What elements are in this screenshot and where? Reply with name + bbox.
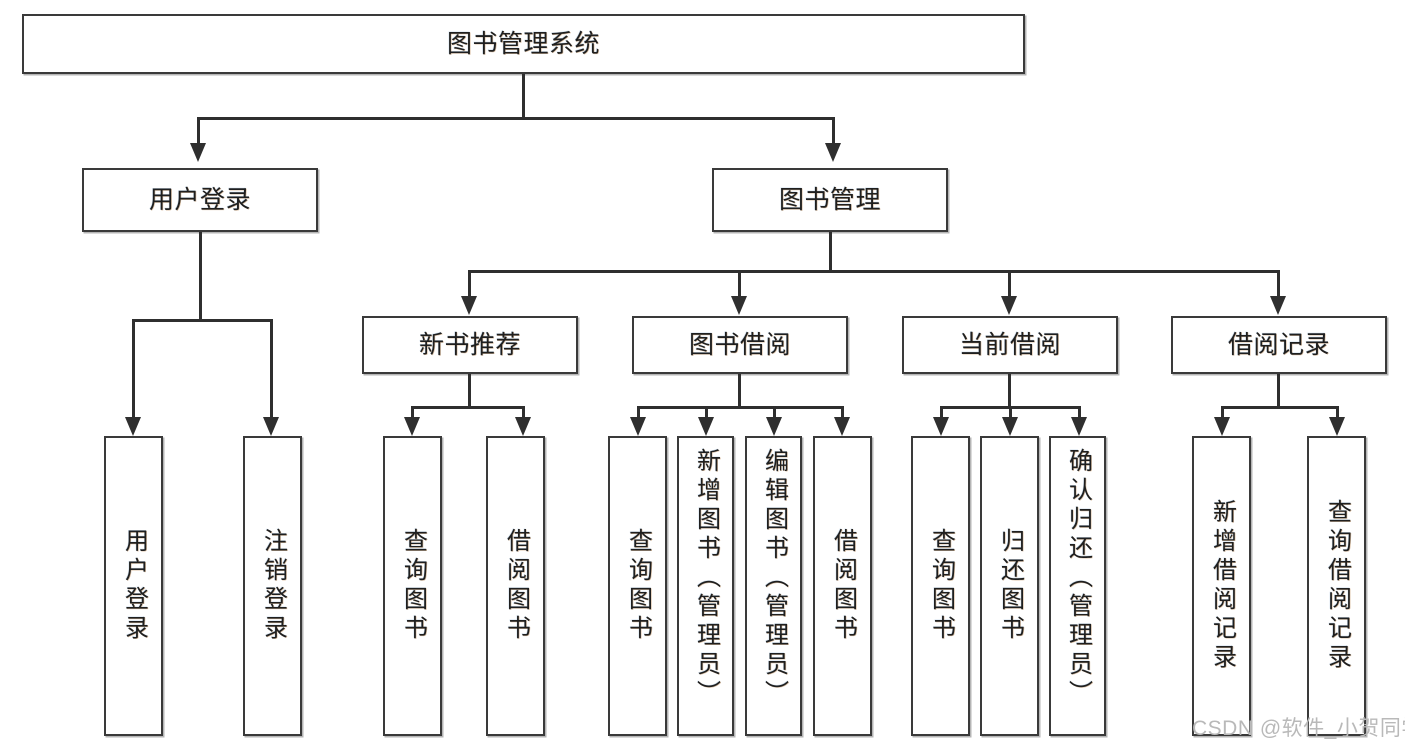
connector-drop-br-add	[1221, 406, 1224, 417]
connector-drop-book-borrow	[738, 270, 741, 296]
connector-drop-br-query	[1336, 406, 1339, 417]
leaf-nb-query-book[interactable]: 查询图书	[383, 436, 442, 736]
connector-drop-cb-confirm	[1078, 406, 1081, 417]
connector-drop-new-book	[468, 270, 471, 296]
connector-borrow-record-stem	[1277, 374, 1280, 406]
node-label: 新增借阅记录	[1208, 499, 1236, 673]
node-current-borrow[interactable]: 当前借阅	[902, 316, 1118, 374]
leaf-cb-query-book[interactable]: 查询图书	[911, 436, 970, 736]
connector-drop-bb-add	[705, 406, 708, 417]
connector-drop-cb-query	[940, 406, 943, 417]
arrowhead-new-book	[461, 296, 477, 315]
connector-book-manage-stem	[829, 232, 832, 270]
connector-drop-cb-return	[1009, 406, 1012, 417]
arrowhead-cb-confirm	[1071, 417, 1087, 436]
connector-root-stem	[522, 74, 525, 117]
arrowhead-cb-query	[933, 417, 949, 436]
connector-drop-nb-borrow	[522, 406, 525, 417]
node-label: 注销登录	[259, 528, 287, 644]
leaf-cb-return-book[interactable]: 归还图书	[980, 436, 1039, 736]
arrowhead-leaf-user-login	[125, 417, 141, 436]
leaf-bb-borrow-book[interactable]: 借阅图书	[813, 436, 872, 736]
leaf-br-add-record[interactable]: 新增借阅记录	[1192, 436, 1251, 736]
connector-borrow-record-bus	[1221, 406, 1339, 409]
connector-level2-bus	[197, 117, 835, 120]
node-borrow-record[interactable]: 借阅记录	[1171, 316, 1387, 374]
connector-new-book-bus	[411, 406, 525, 409]
arrowhead-br-add	[1214, 417, 1230, 436]
arrowhead-cb-return	[1002, 417, 1018, 436]
arrowhead-bb-query	[630, 417, 646, 436]
connector-drop-borrow-record	[1277, 270, 1280, 296]
node-label: 当前借阅	[958, 330, 1061, 359]
leaf-bb-edit-book[interactable]: 编辑图书（管理员）	[745, 436, 802, 736]
connector-book-borrow-bus	[637, 406, 842, 409]
node-label: 确认归还（管理员）	[1064, 448, 1092, 709]
arrowhead-leaf-logout	[263, 417, 279, 436]
connector-drop-leaf-logout	[270, 319, 273, 417]
leaf-nb-borrow-book[interactable]: 借阅图书	[486, 436, 545, 736]
node-label: 图书管理系统	[446, 29, 600, 58]
node-label: 查询借阅记录	[1323, 499, 1351, 673]
arrowhead-bb-add	[698, 417, 714, 436]
connector-drop-bb-edit	[773, 406, 776, 417]
leaf-cb-confirm-return[interactable]: 确认归还（管理员）	[1049, 436, 1106, 736]
node-label: 归还图书	[996, 528, 1024, 644]
leaf-logout[interactable]: 注销登录	[243, 436, 302, 736]
connector-user-login-bus	[132, 319, 270, 322]
node-label: 图书借阅	[688, 330, 791, 359]
arrowhead-user-login	[190, 143, 206, 162]
arrowhead-current-borrow	[1001, 296, 1017, 315]
connector-drop-bb-borrow	[841, 406, 844, 417]
connector-book-borrow-stem	[738, 374, 741, 406]
arrowhead-nb-query	[404, 417, 420, 436]
node-label: 查询图书	[927, 528, 955, 644]
leaf-bb-query-book[interactable]: 查询图书	[608, 436, 667, 736]
arrowhead-borrow-record	[1270, 296, 1286, 315]
leaf-br-query-record[interactable]: 查询借阅记录	[1307, 436, 1366, 736]
node-user-login[interactable]: 用户登录	[82, 168, 318, 232]
connector-drop-bb-query	[637, 406, 640, 417]
node-label: 用户登录	[148, 185, 251, 214]
node-label: 借阅记录	[1227, 330, 1330, 359]
node-new-book-recommend[interactable]: 新书推荐	[362, 316, 578, 374]
leaf-user-login[interactable]: 用户登录	[104, 436, 163, 736]
connector-user-login-stem	[199, 232, 202, 319]
node-book-manage[interactable]: 图书管理	[712, 168, 948, 232]
leaf-bb-add-book[interactable]: 新增图书（管理员）	[677, 436, 734, 736]
node-label: 新增图书（管理员）	[692, 448, 720, 709]
connector-drop-book-manage	[832, 117, 835, 143]
arrowhead-bb-edit	[766, 417, 782, 436]
connector-drop-current-borrow	[1008, 270, 1011, 296]
connector-level3-bus	[468, 270, 1280, 273]
connector-drop-nb-query	[411, 406, 414, 417]
connector-drop-leaf-user-login	[132, 319, 135, 417]
node-label: 借阅图书	[502, 528, 530, 644]
connector-drop-user-login	[197, 117, 200, 143]
node-label: 查询图书	[399, 528, 427, 644]
node-label: 借阅图书	[829, 528, 857, 644]
arrowhead-br-query	[1329, 417, 1345, 436]
node-label: 用户登录	[120, 528, 148, 644]
arrowhead-book-manage	[825, 143, 841, 162]
node-label: 图书管理	[778, 185, 881, 214]
node-book-borrow[interactable]: 图书借阅	[632, 316, 848, 374]
arrowhead-nb-borrow	[515, 417, 531, 436]
node-label: 新书推荐	[418, 330, 521, 359]
arrowhead-bb-borrow	[834, 417, 850, 436]
node-root-system[interactable]: 图书管理系统	[22, 14, 1025, 74]
connector-current-borrow-stem	[1008, 374, 1011, 406]
connector-new-book-stem	[468, 374, 471, 406]
arrowhead-book-borrow	[731, 296, 747, 315]
node-label: 编辑图书（管理员）	[760, 448, 788, 709]
node-label: 查询图书	[624, 528, 652, 644]
